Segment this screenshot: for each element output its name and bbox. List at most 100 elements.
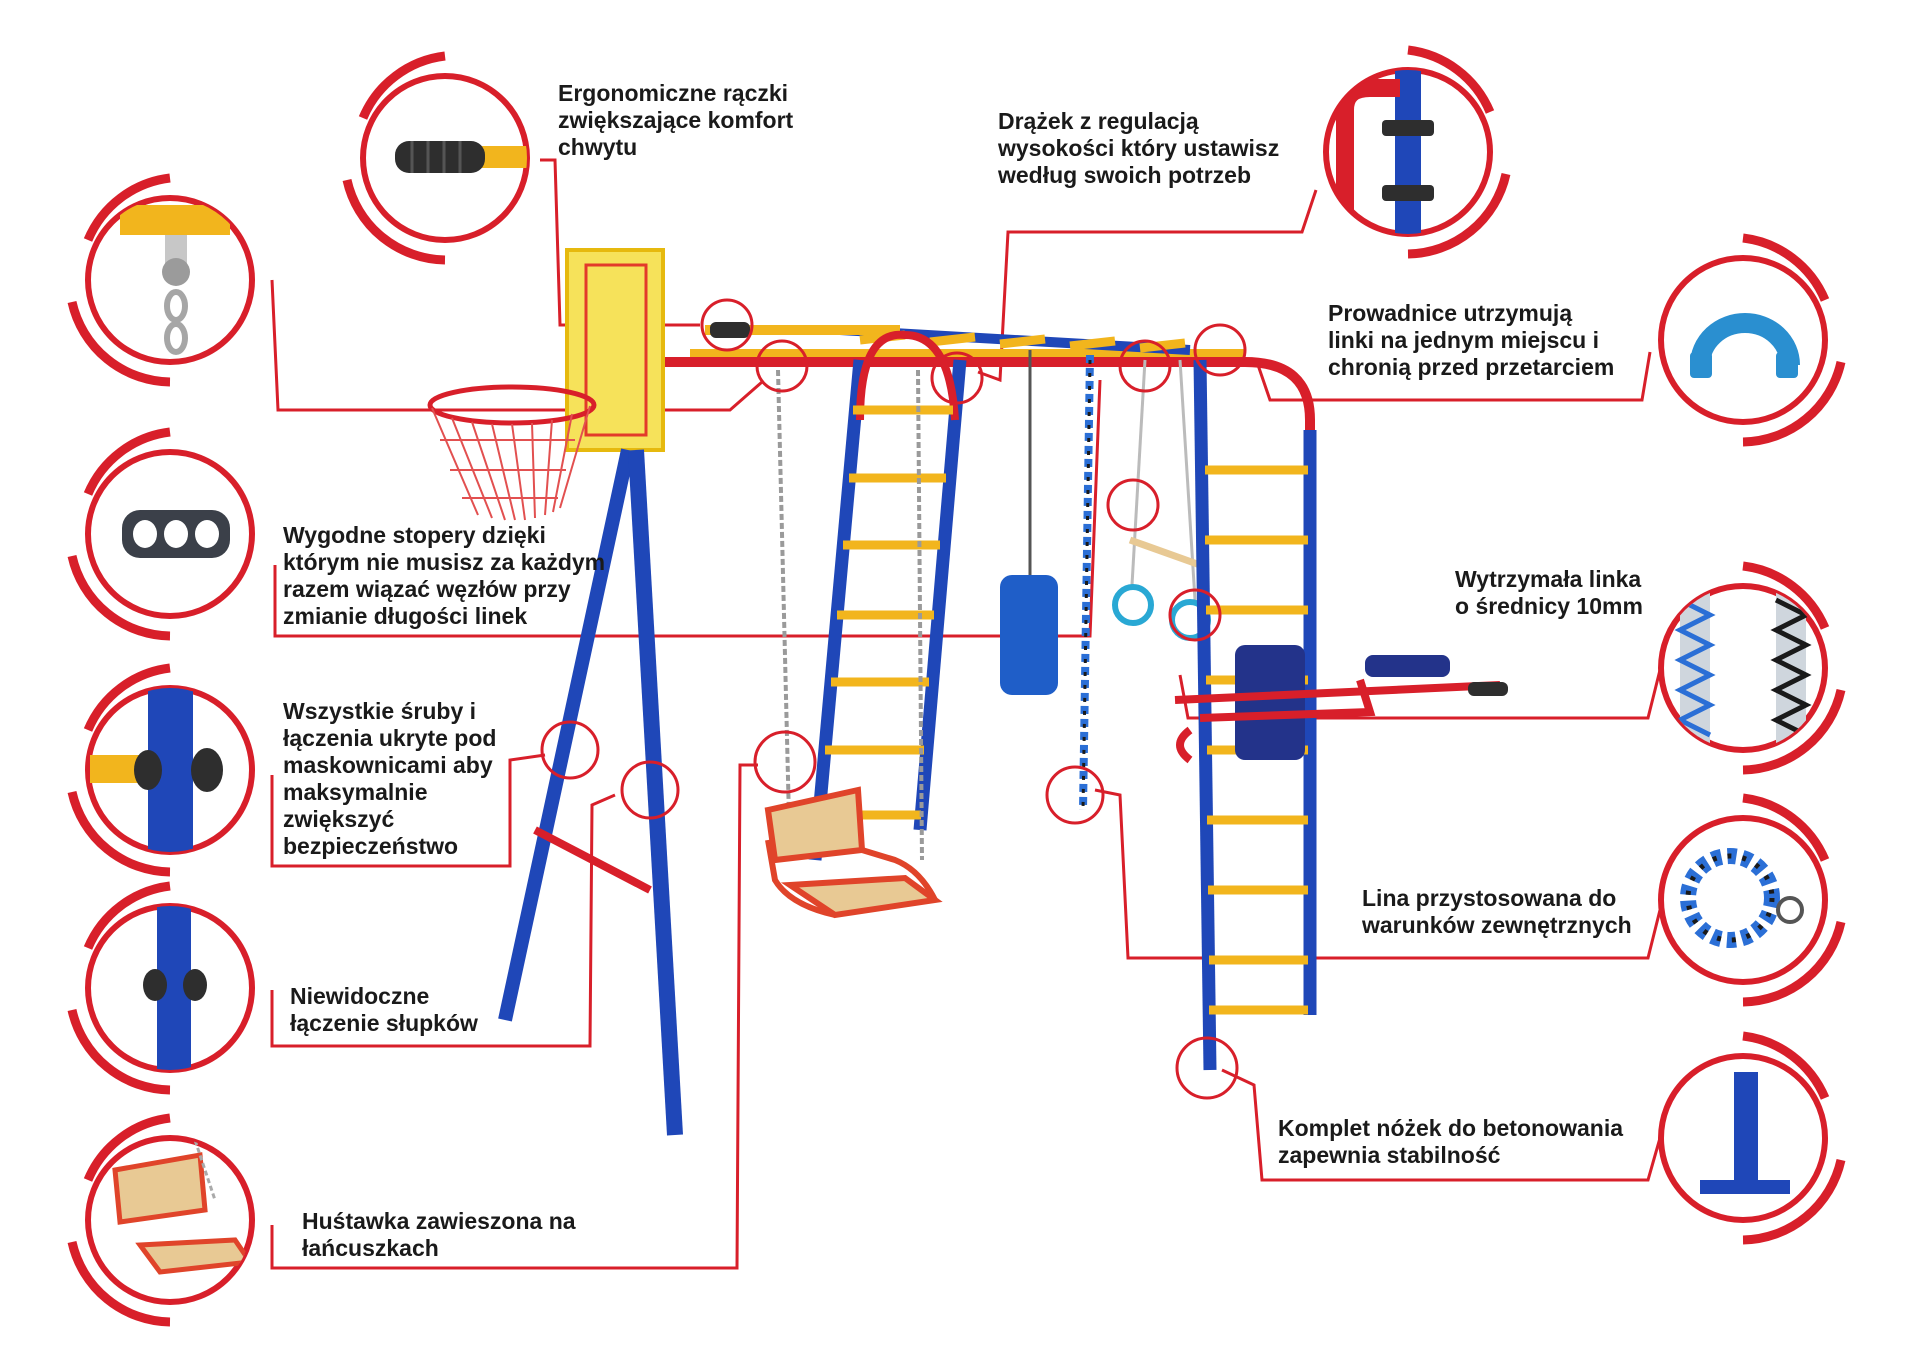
callout-feet-line: zapewnia stabilność [1278,1142,1501,1168]
highlight-joint [620,760,680,820]
highlight-foot [1175,1036,1239,1100]
backboard-square [584,263,648,437]
middle-ladder-hook [856,330,959,421]
highlight-handle [700,298,754,352]
callout-screws: Wszystkie śruby i łączenia ukryte pod ma… [283,698,496,860]
middle-ladder-right [913,359,967,831]
net [431,405,591,521]
callout-cord: Wytrzymała linka o średnicy 10mm [1455,566,1643,620]
callout-bar: Drążek z regulacją wysokości który ustaw… [998,108,1279,189]
highlight-cord [1168,588,1222,642]
callout-swing-line: Huśtawka zawieszona na [302,1208,576,1234]
badge-swing [67,1113,255,1327]
callout-guides-line: Prowadnice utrzymują [1328,300,1573,326]
handle-grip [710,322,750,338]
backrest [1235,645,1305,760]
callout-rope: Lina przystosowana do warunków zewnętrzn… [1362,885,1632,939]
dip-bar [1174,678,1501,764]
callout-handles: Ergonomiczne rączki zwiększające komfort… [558,80,793,161]
hoop [427,384,597,426]
badge-guide [1658,233,1846,447]
callout-screws-line: zwiększyć [283,806,395,832]
arm-pad [1365,655,1450,677]
braided-cord-icon [1674,586,1812,750]
rope-guide-ring-icon [1690,313,1800,378]
hidden-bolt-cover-icon [90,688,223,852]
callout-swing-line: łańcuszkach [302,1235,439,1261]
left-leg-back [628,449,683,1136]
callout-stoppers-line: razem wiązać węzłów przy [283,576,571,602]
post-joint-icon [143,906,207,1070]
callout-stoppers: Wygodne stopery dzięki którym nie musisz… [283,522,605,630]
ring-left [1112,584,1154,626]
swing-seat-icon [112,1138,252,1275]
callout-rope-line: warunków zewnętrznych [1362,912,1632,938]
swing-frame [765,839,938,918]
callout-handles-line: zwiększające komfort [558,107,794,133]
callout-handles-line: Ergonomiczne rączki [558,80,789,106]
connector-lines [270,158,1662,1270]
pulley-hook-icon [120,205,230,355]
callout-screws-line: łączenia ukryte pod [283,725,497,751]
callout-joints-line: łączenie słupków [290,1010,478,1036]
callout-stoppers-line: Wygodne stopery dzięki [283,522,546,548]
middle-ladder-left [808,359,867,861]
callout-feet-line: Komplet nóżek do betonowania [1278,1115,1624,1141]
connector-screws [270,753,546,868]
connector-joints [270,793,616,1048]
punching-bag [1000,575,1058,695]
badge-stopper [67,427,255,641]
top-rail-red [665,357,1315,430]
callout-stoppers-line: którym nie musisz za każdym [283,549,606,575]
highlight-guide [1193,323,1247,377]
badge-screw [67,663,255,877]
left-leg-front [498,448,635,1022]
callout-screws-line: maksymalnie [283,779,428,805]
three-hole-stopper-icon [122,510,230,558]
callout-swing: Huśtawka zawieszona na łańcuszkach [302,1208,576,1262]
swing-seat-back [764,786,866,864]
callout-guides: Prowadnice utrzymują linki na jednym mie… [1328,300,1614,381]
highlight-rope [1045,765,1105,825]
callout-joints: Niewidoczne łączenie słupków [290,983,478,1037]
highlight-bar [930,351,984,405]
callout-handles-line: chwytu [558,134,638,160]
highlight-swing [753,730,817,794]
adjustable-bar-clamp-icon [1336,70,1434,234]
badge-rope [1658,793,1846,1007]
connector-stoppers [273,379,1102,638]
left-brace [533,826,652,894]
callout-bar-line: według swoich potrzeb [998,162,1252,188]
swing-chain-left [776,369,792,861]
badge-handle [342,51,530,265]
highlight-pulley [755,339,809,393]
middle-ladder-rungs [820,405,953,820]
badge-joint [67,881,255,1095]
playground-set [427,248,1508,1136]
callout-joints-line: Niewidoczne [290,983,430,1009]
concrete-foot-icon [1700,1072,1790,1194]
connector-pulley [270,279,763,412]
callout-bar-line: Drążek z regulacją [998,108,1199,134]
connector-feet [1221,1068,1662,1182]
ring-bar [1128,536,1202,569]
connector-bar [977,189,1318,383]
connector-swing [270,763,758,1270]
connector-rope [1094,788,1662,960]
highlight-stopper [1106,478,1160,532]
coiled-rope-icon [1680,848,1804,948]
callout-guides-line: linki na jednym miejscu i [1328,327,1599,353]
callout-stoppers-line: zmianie długości linek [283,603,528,629]
badge-foot [1658,1031,1846,1245]
callout-bar-line: wysokości który ustawisz [998,135,1280,161]
connector-guides [1256,351,1652,402]
badge-pulley [67,173,255,387]
callout-rope-line: Lina przystosowana do [1362,885,1617,911]
backboard [565,248,665,452]
highlight-screw [540,720,600,780]
callout-guides-line: chronią przed przetarciem [1328,354,1615,380]
ring-cord-left [1130,359,1147,586]
callout-screws-line: maskownicami aby [283,752,493,778]
callout-screws-line: bezpieczeństwo [283,833,459,859]
